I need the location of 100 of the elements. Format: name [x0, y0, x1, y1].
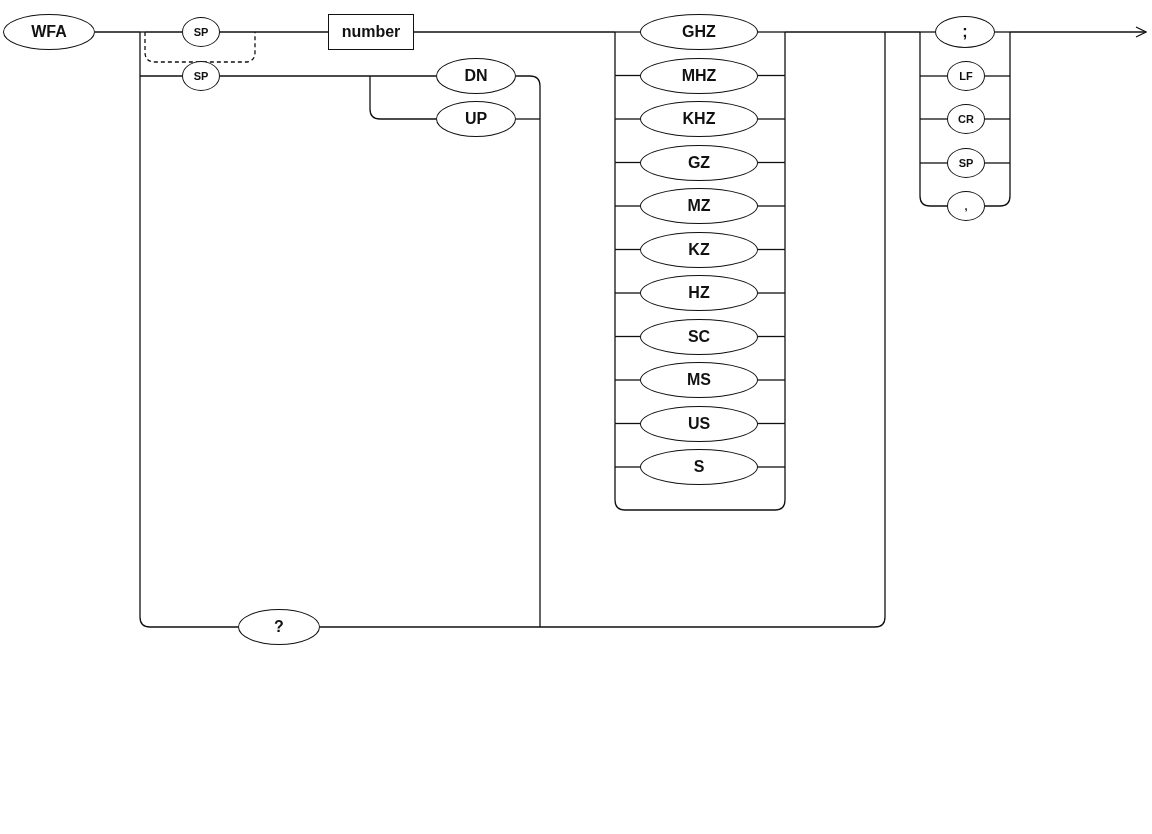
- connector-line: [94, 31, 141, 33]
- keyword-oval: ;: [935, 16, 995, 48]
- keyword-oval: KHZ: [640, 101, 758, 137]
- connector-line: [139, 31, 146, 33]
- connector-line: [539, 31, 886, 628]
- connector-line: [784, 335, 786, 381]
- connector-line: [319, 626, 541, 628]
- keyword-oval: S: [640, 449, 758, 485]
- keyword-circle: CR: [947, 104, 985, 134]
- connector-line: [757, 118, 786, 120]
- connector-line: [784, 74, 786, 120]
- parameter-box: number: [328, 14, 414, 50]
- connector-line: [784, 205, 786, 251]
- keyword-oval: UP: [436, 101, 516, 137]
- connector-line: [757, 292, 786, 294]
- connector-line: [614, 205, 641, 207]
- keyword-circle: LF: [947, 61, 985, 91]
- connector-line: [757, 31, 786, 33]
- keyword-oval: GZ: [640, 144, 758, 181]
- connector-line: [614, 118, 641, 120]
- keyword-oval: MS: [640, 362, 758, 398]
- connector-line: [784, 118, 786, 164]
- keyword-oval: KZ: [640, 231, 758, 268]
- connector-line: [614, 379, 641, 381]
- connector-line: [614, 205, 616, 251]
- connector-line: [984, 162, 1011, 207]
- keyword-oval: WFA: [3, 14, 95, 50]
- connector-line: [614, 248, 616, 294]
- connector-line: [994, 31, 1011, 33]
- connector-line: [757, 466, 786, 468]
- connector-line: [614, 74, 616, 120]
- connector-line: [919, 75, 948, 77]
- connector-line: [219, 75, 371, 77]
- connector-line: [784, 31, 886, 33]
- connector-line: [515, 75, 541, 120]
- connector-line: [614, 292, 641, 294]
- connector-line: [919, 75, 921, 120]
- connector-line: [139, 75, 183, 77]
- connector-line: [614, 31, 641, 33]
- connector-line: [919, 31, 936, 33]
- connector-line: [413, 31, 616, 33]
- connector-line: [139, 31, 141, 77]
- connector-line: [919, 31, 921, 77]
- connector-line: [757, 379, 786, 381]
- connector-line: [219, 31, 256, 33]
- connector-line: [139, 75, 239, 628]
- connector-line: [919, 118, 948, 120]
- connector-line: [784, 422, 786, 468]
- connector-line: [757, 74, 786, 77]
- connector-line: [614, 74, 641, 77]
- arrow: [1009, 26, 1147, 38]
- connector-line: [144, 31, 183, 33]
- keyword-circle: SP: [947, 148, 985, 178]
- connector-line: [984, 118, 1011, 120]
- connector-line: [614, 292, 616, 338]
- connector-line: [614, 248, 641, 251]
- connector-line: [784, 31, 786, 77]
- connector-line: [757, 161, 786, 164]
- connector-line: [984, 162, 1011, 164]
- connector-line: [614, 335, 641, 338]
- connector-line: [784, 379, 786, 425]
- connector-line: [784, 292, 786, 338]
- keyword-oval: DN: [436, 58, 516, 94]
- connector-line: [614, 161, 641, 164]
- connector-line: [757, 335, 786, 338]
- keyword-circle: ,: [947, 191, 985, 221]
- connector-line: [539, 118, 541, 628]
- keyword-oval: ?: [238, 609, 320, 645]
- connector-line: [784, 248, 786, 294]
- connector-line: [919, 162, 948, 164]
- keyword-circle: SP: [182, 61, 220, 91]
- connector-line: [515, 118, 541, 120]
- connector-line: [254, 31, 329, 33]
- connector-line: [614, 422, 641, 425]
- connector-line: [614, 118, 616, 164]
- keyword-oval: SC: [640, 318, 758, 355]
- keyword-oval: US: [640, 405, 758, 442]
- connector-line: [614, 422, 616, 468]
- connector-line: [1009, 75, 1011, 120]
- keyword-oval: MHZ: [640, 57, 758, 94]
- connector-line: [1009, 31, 1011, 77]
- keyword-oval: GHZ: [640, 14, 758, 50]
- connector-line: [1009, 118, 1011, 164]
- connector-line: [784, 161, 786, 207]
- connector-line: [614, 466, 641, 468]
- connector-line: [369, 75, 437, 77]
- connector-line: [884, 31, 921, 33]
- connector-line: [614, 161, 616, 207]
- keyword-oval: MZ: [640, 188, 758, 224]
- connector-line: [757, 422, 786, 425]
- connector-line: [614, 335, 616, 381]
- connector-line: [757, 205, 786, 207]
- connector-line: [984, 75, 1011, 77]
- connector-line: [757, 248, 786, 251]
- keyword-circle: SP: [182, 17, 220, 47]
- connector-line: [369, 75, 437, 120]
- connector-line: [614, 31, 616, 77]
- connector-line: [614, 379, 616, 425]
- connector-line: [144, 31, 256, 63]
- connector-line: [919, 162, 948, 207]
